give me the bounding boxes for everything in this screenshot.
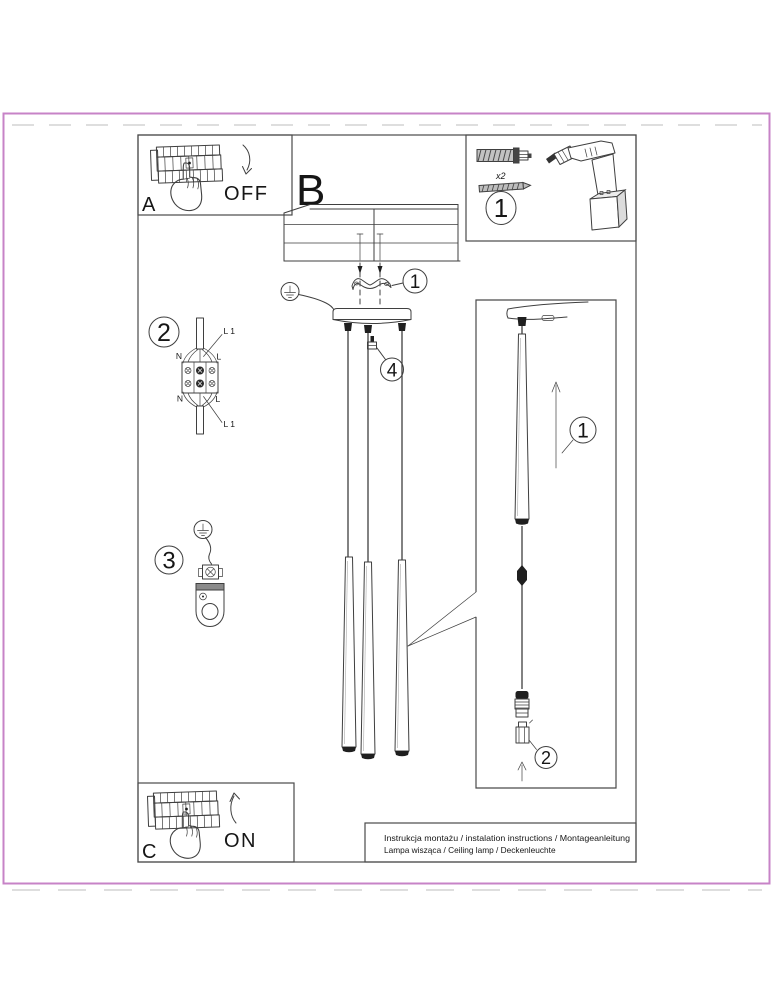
- step-badge-circle: [148, 316, 180, 348]
- wire-label-l1-top: L 1: [224, 326, 236, 336]
- wire-label-l1-bottom: L 1: [224, 419, 236, 429]
- canopy-drawing: 4: [332, 308, 412, 382]
- detail-bulb-badge: 2: [541, 748, 551, 768]
- badge-leader: [391, 282, 404, 286]
- badge-leader: [376, 347, 386, 360]
- arrow-down-icon: [242, 144, 252, 175]
- step-badge-circle: [154, 545, 184, 575]
- step-1-badge: 1: [494, 193, 508, 223]
- cord-grip-icon: [364, 325, 372, 333]
- cable-ferrule-icon: [517, 565, 527, 586]
- ground-symbol-icon: [193, 520, 213, 539]
- parts-panel: x2 1: [465, 134, 637, 242]
- wire-label-n-bottom: N: [177, 394, 183, 404]
- ground-wire: [205, 537, 212, 565]
- badge-leader: [561, 439, 574, 454]
- instructions-line-2: Lampa wisząca / Ceiling lamp / Deckenleu…: [384, 845, 556, 855]
- grounding-step: 3: [154, 520, 225, 627]
- footer: Instrukcja montażu / instalation instruc…: [364, 822, 637, 863]
- detail-tube-badge: 1: [577, 420, 589, 443]
- breaker-panel-icon: [146, 790, 221, 830]
- cord-grip-icon: [398, 323, 406, 331]
- drill-icon: [546, 140, 628, 231]
- step-1-badge-circle: [485, 191, 517, 225]
- pendant-tube: [341, 556, 357, 748]
- badge-leader: [528, 739, 537, 750]
- panel-c-label: C: [142, 841, 156, 863]
- page-border: [2, 112, 771, 885]
- lamp-holder-icon: [514, 691, 530, 718]
- on-label: ON: [224, 830, 257, 852]
- up-arrow-icon: [551, 381, 561, 469]
- ground-terminal-icon: [198, 564, 223, 580]
- panel-c: ON C: [137, 782, 295, 863]
- bracket-plate-icon: [195, 583, 225, 627]
- mounting-screws: [356, 233, 384, 307]
- cable-bottom: [196, 405, 204, 435]
- canopy-screw-icon: [367, 336, 377, 350]
- off-label: OFF: [224, 183, 269, 205]
- wiring-step-badge: 2: [157, 319, 171, 347]
- pendant-tube: [394, 559, 410, 752]
- breaker-panel-icon: [149, 144, 224, 184]
- terminal-block: [181, 361, 219, 394]
- step-badge-circle: [534, 746, 558, 769]
- ground-symbol-icon: [280, 282, 335, 311]
- label-leader: [203, 334, 223, 357]
- step-b: B 1: [283, 166, 461, 307]
- canopy-screw-badge: 4: [387, 361, 398, 382]
- content-frame: [137, 134, 637, 863]
- pendant-tubes: [341, 331, 477, 760]
- scan-artifact-lines: [12, 124, 762, 891]
- panel-a: OFF A: [137, 134, 293, 216]
- cable-top: [196, 317, 204, 350]
- cord-grip-icon: [344, 323, 352, 331]
- callout-line: [407, 591, 477, 647]
- wire-label-l-top: L: [217, 352, 222, 362]
- ceiling-drawing: [283, 204, 461, 262]
- ground-step-badge: 3: [162, 548, 175, 575]
- callout-line: [407, 616, 477, 647]
- hand-icon: [169, 811, 201, 859]
- mounting-bracket-icon: [351, 278, 392, 290]
- screw-icon: [478, 181, 532, 193]
- anchor-quantity-label: x2: [495, 171, 506, 181]
- wall-plug-icon: [476, 147, 532, 164]
- pendant-tube: [360, 561, 376, 755]
- step-badge-circle: [402, 268, 428, 294]
- detail-tube: [514, 333, 530, 520]
- wiring-diagram: 2 L 1 N L N L L 1: [148, 316, 236, 435]
- bracket-step-badge: 1: [410, 272, 421, 293]
- detail-panel: 1 2: [475, 299, 617, 789]
- panel-a-label: A: [142, 194, 156, 216]
- step-badge-circle: [569, 416, 597, 444]
- detail-canopy-edge: [506, 301, 589, 326]
- step-badge-circle: [380, 357, 404, 382]
- panel-b-label: B: [296, 166, 325, 215]
- wire-label-n-top: N: [176, 351, 182, 361]
- cord-grip-icon: [517, 317, 527, 326]
- arrow-up-icon: [229, 792, 240, 824]
- bulb-icon: [515, 719, 533, 744]
- label-leader: [203, 396, 223, 423]
- instructions-line-1: Instrukcja montażu / instalation instruc…: [384, 833, 630, 843]
- up-arrow-icon: [517, 761, 527, 782]
- wire-label-l-bottom: L: [216, 394, 221, 404]
